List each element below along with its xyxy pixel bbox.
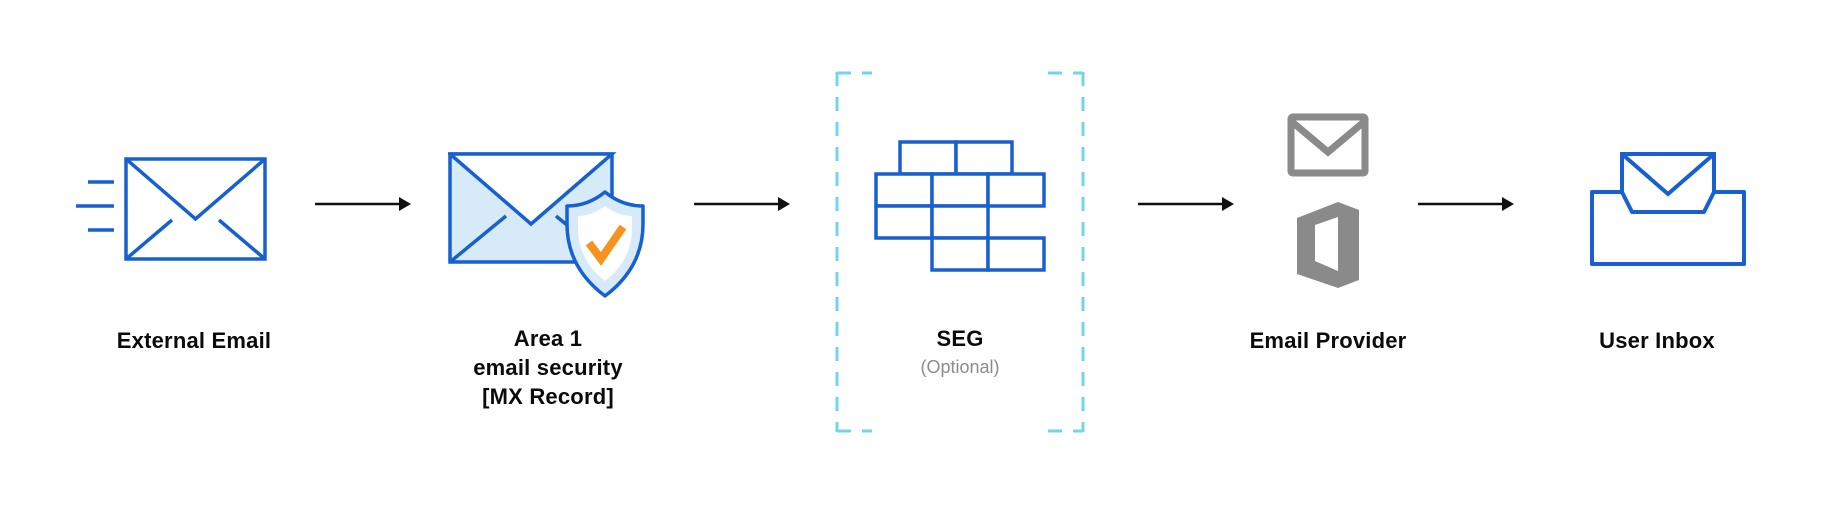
area1-label: Area 1 email security [MX Record] bbox=[438, 324, 658, 411]
speeding-envelope-icon bbox=[76, 157, 267, 261]
flow-arrow-4 bbox=[1418, 197, 1514, 211]
inbox-tray-envelope-icon bbox=[1590, 152, 1746, 266]
seg-label: SEG bbox=[936, 326, 984, 351]
email-provider-label: Email Provider bbox=[1249, 328, 1407, 353]
brick-wall-icon bbox=[874, 140, 1046, 272]
flow-arrow-2 bbox=[694, 197, 790, 211]
area1-label-line1: Area 1 bbox=[513, 326, 583, 351]
dashed-optional-boundary bbox=[835, 71, 1085, 433]
flow-arrow-3 bbox=[1138, 197, 1234, 211]
area1-label-line3: [MX Record] bbox=[482, 384, 614, 409]
flow-arrow-1 bbox=[315, 197, 411, 211]
envelope-shield-check-icon bbox=[448, 152, 645, 298]
office-icon bbox=[1297, 202, 1359, 288]
seg-optional-label: (Optional) bbox=[920, 357, 1000, 377]
seg-label-group: SEG (Optional) bbox=[850, 324, 1070, 379]
gmail-icon bbox=[1287, 113, 1369, 177]
area1-label-line2: email security bbox=[473, 355, 623, 380]
user-inbox-label: User Inbox bbox=[1599, 328, 1715, 353]
external-email-label: External Email bbox=[116, 328, 272, 353]
